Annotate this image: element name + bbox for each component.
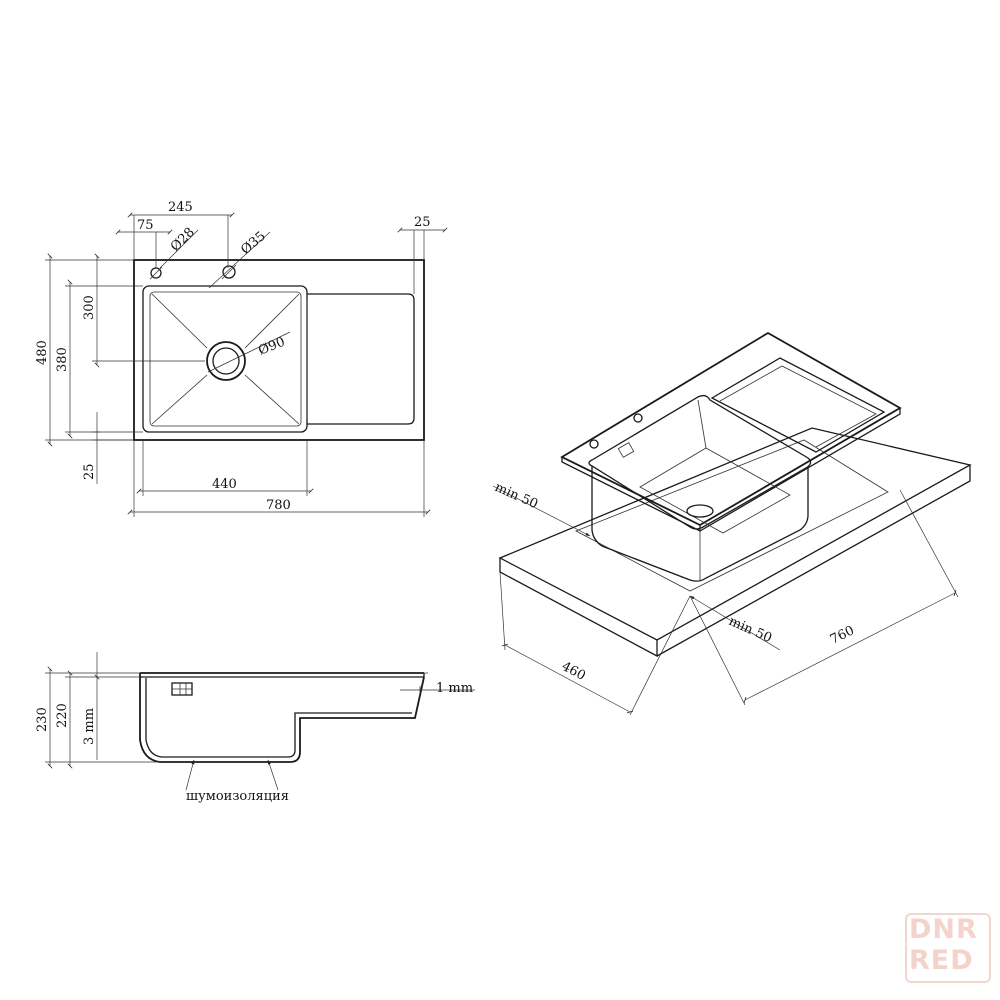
- dim-d35-label: Ø35: [238, 229, 268, 258]
- sink-outline: [133, 259, 425, 441]
- iso-drainboard: [710, 357, 886, 453]
- dim-230-label: 230: [35, 707, 50, 732]
- iso-min50-right-label: min 50: [726, 614, 774, 646]
- dim-1mm-label: 1 mm: [436, 681, 473, 696]
- tap-hole-35: [222, 265, 236, 279]
- watermark-text: DNR RED: [909, 914, 987, 976]
- countertop: [498, 427, 972, 641]
- top-view: 245 75 Ø28 Ø35 25 480 380 300 Ø90: [35, 200, 448, 517]
- watermark-line-2: RED: [909, 945, 974, 976]
- dim-440-label: 440: [212, 477, 237, 492]
- dim-220-label: 220: [55, 703, 70, 728]
- watermark-line-1: DNR: [909, 914, 978, 945]
- drain-inner: [212, 347, 240, 375]
- dim-3mm-label: 3 mm: [82, 708, 97, 745]
- dim-300-label: 300: [82, 295, 97, 320]
- dim-25-top-label: 25: [414, 215, 431, 230]
- dim-d90-label: Ø90: [256, 335, 287, 359]
- side-view: 230 220 3 mm 1 mm шумоизоляция: [35, 652, 475, 804]
- iso-bowl-rim: [588, 394, 812, 530]
- bowl-inner: [149, 291, 302, 427]
- dim-480-label: 480: [35, 340, 50, 365]
- bowl-profile: [139, 673, 425, 763]
- dim-25-left-label: 25: [82, 463, 97, 480]
- iso-dim-760-label: 760: [828, 623, 857, 647]
- iso-min50-left-label: min 50: [492, 480, 540, 512]
- iso-drain: [686, 504, 714, 518]
- iso-view: min 50 min 50 460 760: [492, 331, 972, 716]
- dim-75-label: 75: [137, 218, 154, 233]
- dim-d28-label: Ø28: [168, 225, 198, 255]
- iso-dim-460-label: 460: [559, 659, 588, 684]
- drain-outer: [206, 341, 246, 381]
- drainboard: [307, 293, 415, 425]
- dim-380-label: 380: [55, 347, 70, 372]
- dim-245-label: 245: [168, 200, 193, 215]
- watermark-logo: [905, 913, 991, 983]
- dim-780-label: 780: [266, 498, 291, 513]
- noise-insulation-label: шумоизоляция: [186, 789, 289, 804]
